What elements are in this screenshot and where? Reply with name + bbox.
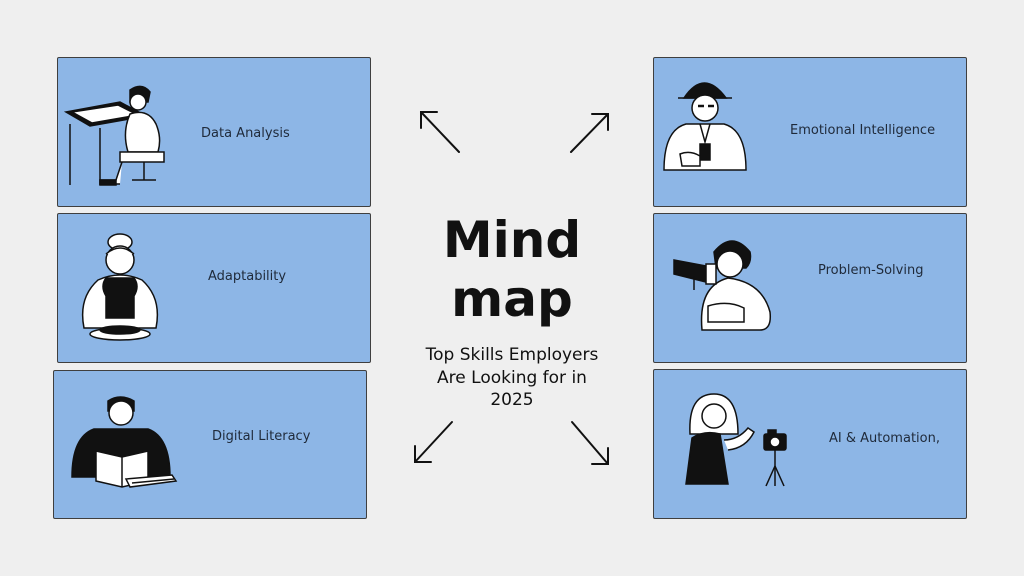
subtitle-line-2: Are Looking for in <box>437 368 587 388</box>
arrow-down-right <box>571 421 609 465</box>
node-label: Problem-Solving <box>818 263 924 278</box>
subtitle-line-3: 2025 <box>490 390 534 410</box>
node-emotional-intelligence: Emotional Intelligence <box>653 57 967 207</box>
arrow-down-left <box>414 421 453 463</box>
node-ai-automation: AI & Automation, <box>653 369 967 519</box>
node-label: Emotional Intelligence <box>790 123 936 138</box>
title-line-2: map <box>451 270 573 328</box>
node-problem-solving: Problem-Solving <box>653 213 967 363</box>
title-line-1: Mind <box>442 211 582 269</box>
person-with-megaphone-illustration <box>673 240 772 331</box>
person-with-phone-illustration <box>663 82 747 171</box>
arrow-up-right <box>570 113 609 153</box>
node-label: Digital Literacy <box>212 429 311 444</box>
node-adaptability: Adaptability <box>57 213 371 363</box>
person-at-drafting-table-illustration <box>63 85 165 186</box>
node-label: Adaptability <box>208 269 287 284</box>
person-with-camera-illustration <box>685 393 787 487</box>
subtitle-line-1: Top Skills Employers <box>425 345 599 365</box>
person-reading-book-illustration <box>71 396 178 488</box>
node-data-analysis: Data Analysis <box>57 57 371 207</box>
node-digital-literacy: Digital Literacy <box>53 370 367 519</box>
node-label: AI & Automation, <box>829 431 940 446</box>
node-label: Data Analysis <box>201 126 290 141</box>
potter-at-wheel-illustration <box>81 233 159 341</box>
arrow-up-left <box>420 111 460 153</box>
